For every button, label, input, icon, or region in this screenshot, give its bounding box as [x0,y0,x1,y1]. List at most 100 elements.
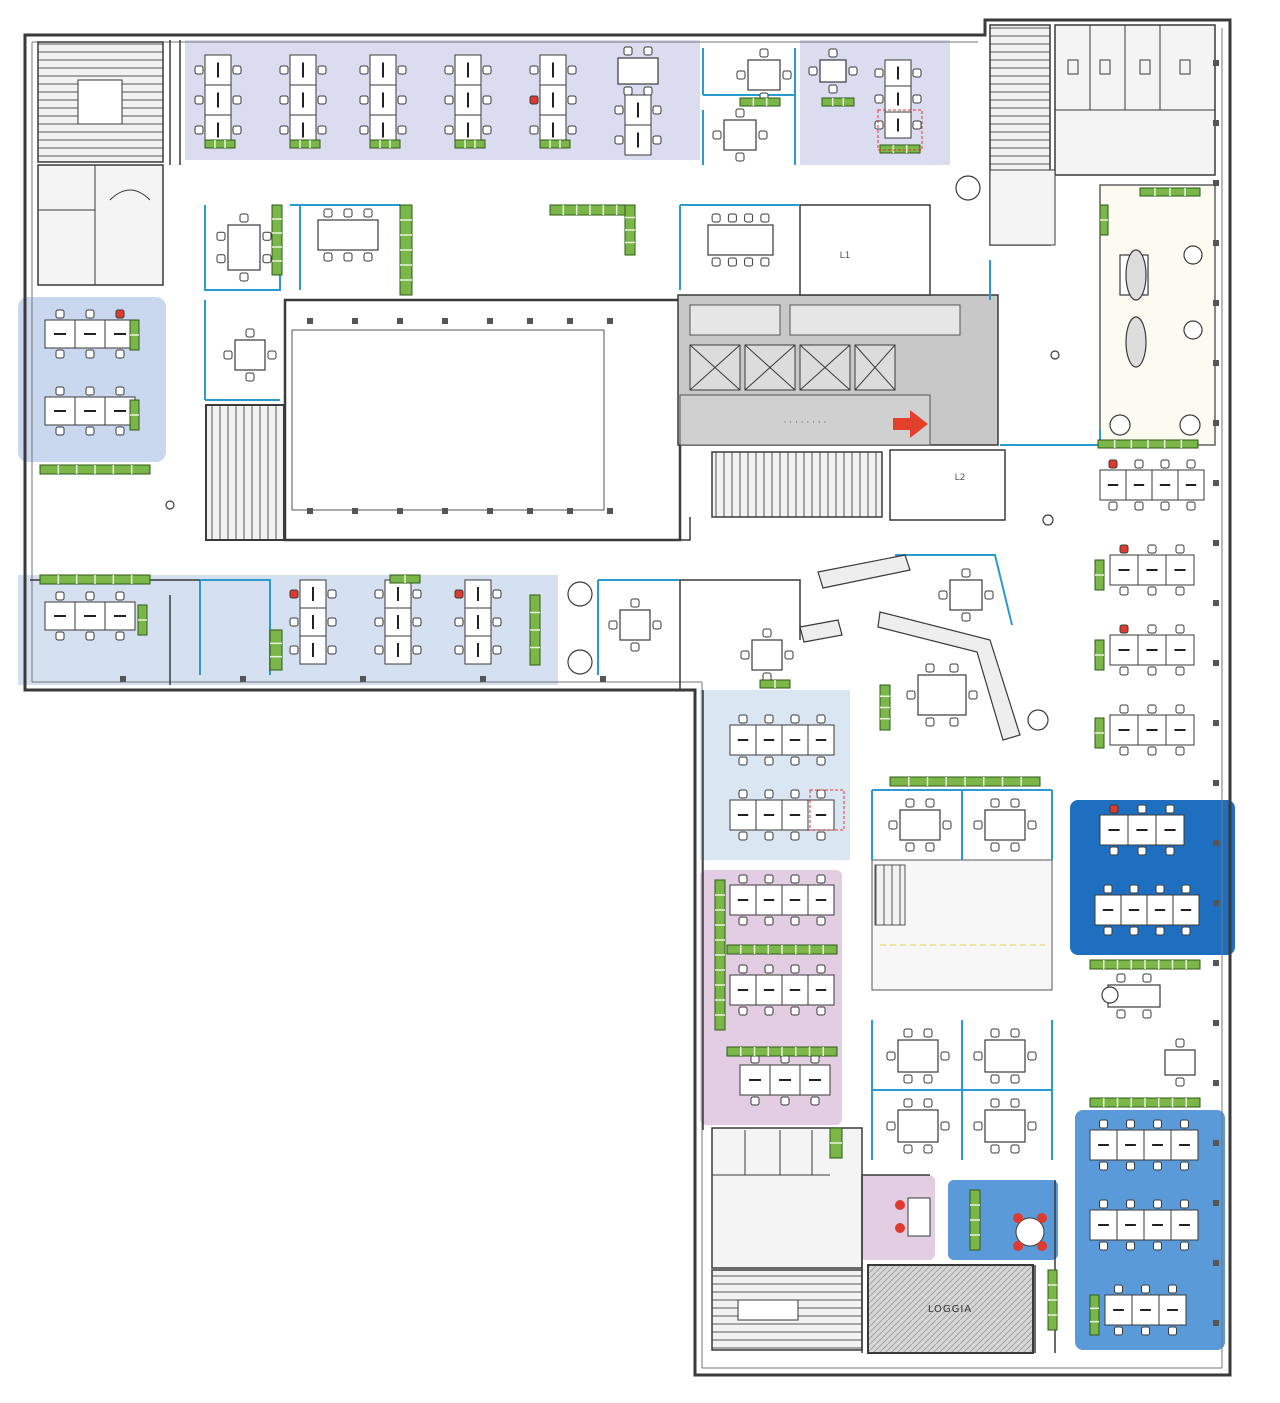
workstation-bench [1104,1284,1187,1336]
feature-tables [809,109,1047,1251]
meeting-table [888,798,952,852]
meeting-table [886,1098,950,1154]
chair [327,589,337,599]
chair [1175,746,1185,756]
chair [374,589,384,599]
chair [652,620,662,630]
chair [984,590,994,600]
chair [1147,624,1157,634]
storage-unit [539,139,571,149]
chair [750,1096,760,1106]
chair [608,620,618,630]
chair [1129,884,1139,894]
chair [990,1028,1000,1038]
chair [115,349,125,359]
chair [790,714,800,724]
chair [816,789,826,799]
storage-unit [129,319,140,351]
chair [652,105,662,115]
chair [1116,973,1126,983]
facade-inner-line [31,28,1223,1369]
storage-unit [969,1189,981,1251]
storage-unit [399,204,413,296]
chair [115,426,125,436]
chair [1027,820,1037,830]
chair [925,717,935,727]
stair-central [205,404,285,541]
chair [1168,1284,1177,1294]
chair [529,95,539,105]
chair [1175,704,1185,714]
chair [1103,884,1113,894]
chair [55,631,65,641]
chair [1137,846,1147,856]
chair [363,252,373,262]
chair [412,645,422,655]
meeting-table [608,598,662,652]
chair [764,831,774,841]
chair [923,1074,933,1084]
chair [949,717,959,727]
zone-north-workstations [185,40,700,160]
chair [903,1144,913,1154]
workstation-bench [1089,1199,1199,1251]
chair [1109,846,1119,856]
chair [1108,459,1118,469]
chair [816,1006,826,1016]
chair [711,257,721,267]
chair [1142,1009,1152,1019]
lounge-furniture [165,175,1203,1004]
chair [374,645,384,655]
chair [55,349,65,359]
chair [397,65,407,75]
workstation-bench [729,789,835,841]
chair [55,386,65,396]
chair [764,874,774,884]
chair [643,86,653,96]
meeting-table [317,208,379,262]
chair [623,46,633,56]
chair [738,1006,748,1016]
chair [923,1098,933,1108]
chair [317,125,327,135]
chair [735,108,745,118]
chair [912,68,922,78]
chair [412,589,422,599]
chair [1147,704,1157,714]
chair [216,254,226,264]
chair [764,789,774,799]
chair [990,798,1000,808]
storage-unit [1094,639,1105,671]
chair [738,756,748,766]
chair [1119,666,1129,676]
chair [643,46,653,56]
workstation-bench [1089,1119,1199,1171]
storage-unit [39,574,151,585]
chair [115,631,125,641]
chair [764,964,774,974]
chair [317,95,327,105]
chair [1109,804,1119,814]
chair [1126,1161,1135,1171]
storage-layer [39,97,1201,1336]
chair [1147,544,1157,554]
building-outline [23,18,1232,1377]
chair [903,1098,913,1108]
chair [1103,926,1113,936]
chair [279,95,289,105]
chair [1165,804,1175,814]
workstation-bench [44,386,136,436]
chair [1119,704,1129,714]
chair [232,65,242,75]
chair [961,612,971,622]
stair-landing [77,79,123,125]
chair [990,1074,1000,1084]
chair [903,1028,913,1038]
chair [808,66,818,76]
chair [712,130,722,140]
chair [1153,1161,1162,1171]
chair [738,874,748,884]
chair [760,213,770,223]
toilet-icon [1067,59,1079,75]
chair [888,820,898,830]
